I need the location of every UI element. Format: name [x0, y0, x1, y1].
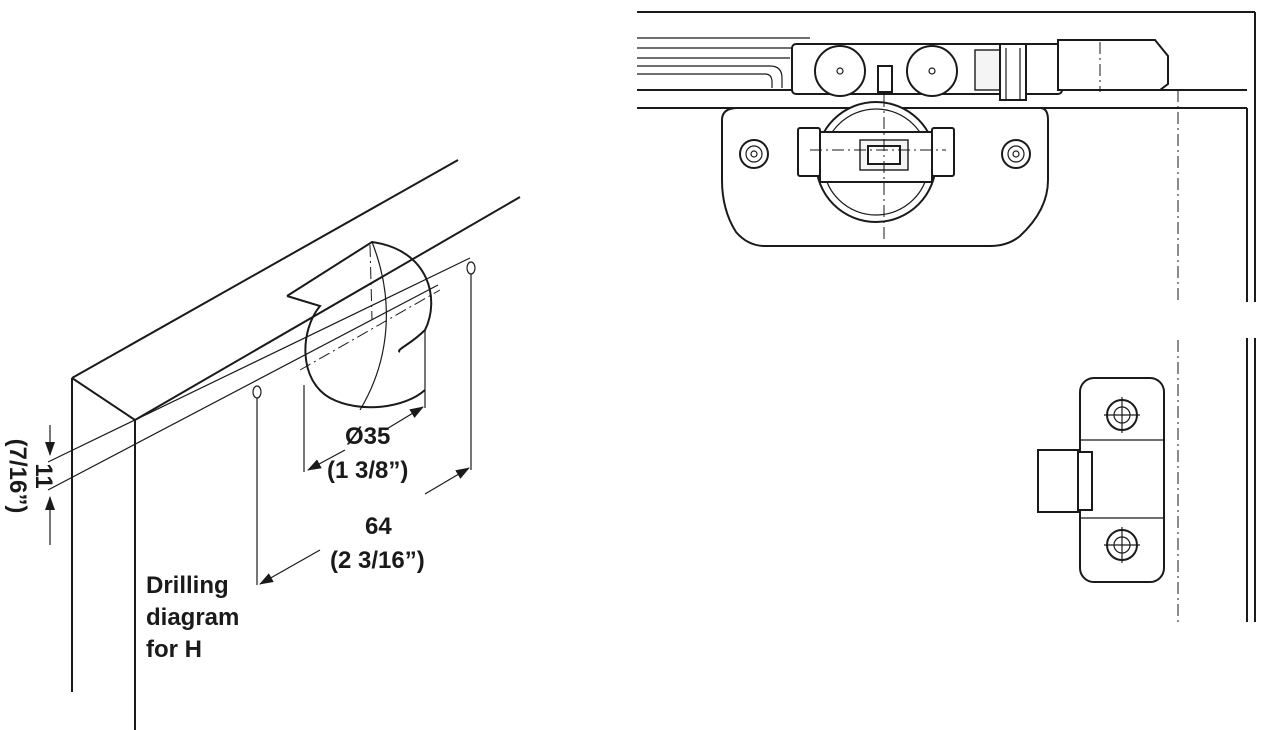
- hole-spacing-inch-label: (2 3/16”): [330, 547, 425, 574]
- screw-right-icon: [1001, 139, 1031, 169]
- edge-distance-inch-label: (7/16”): [4, 439, 31, 514]
- extension-lines: [256, 274, 472, 585]
- roller-right-icon: [906, 45, 958, 97]
- hole-spacing-label: 64: [365, 513, 392, 540]
- plate-screws: [739, 139, 1031, 169]
- caption-line-3: for H: [146, 636, 202, 663]
- screw-holes: [252, 261, 476, 399]
- edge-offset-lines: [45, 257, 471, 545]
- hinge-top-view: [637, 11, 1256, 622]
- screw-left-icon: [739, 139, 769, 169]
- hinge-cup-plate: [721, 95, 1049, 247]
- dimension-arrows: [259, 406, 470, 585]
- roller-left-icon: [814, 45, 866, 97]
- cup-hole: [286, 240, 441, 411]
- cup-diameter-inch-label: (1 3/8”): [327, 457, 408, 484]
- drilling-diagram: Ø35 (1 3/8”) 64 (2 3/16”) 11 (7/16”) Dri…: [4, 159, 521, 730]
- edge-distance-label: 11: [30, 463, 57, 488]
- cup-diameter-label: Ø35: [345, 423, 390, 450]
- panel-outline: [71, 159, 521, 730]
- caption-line-1: Drilling: [146, 572, 229, 599]
- hinge-arm: [791, 39, 1169, 101]
- mounting-plate: [1037, 377, 1165, 583]
- caption-line-2: diagram: [146, 604, 239, 631]
